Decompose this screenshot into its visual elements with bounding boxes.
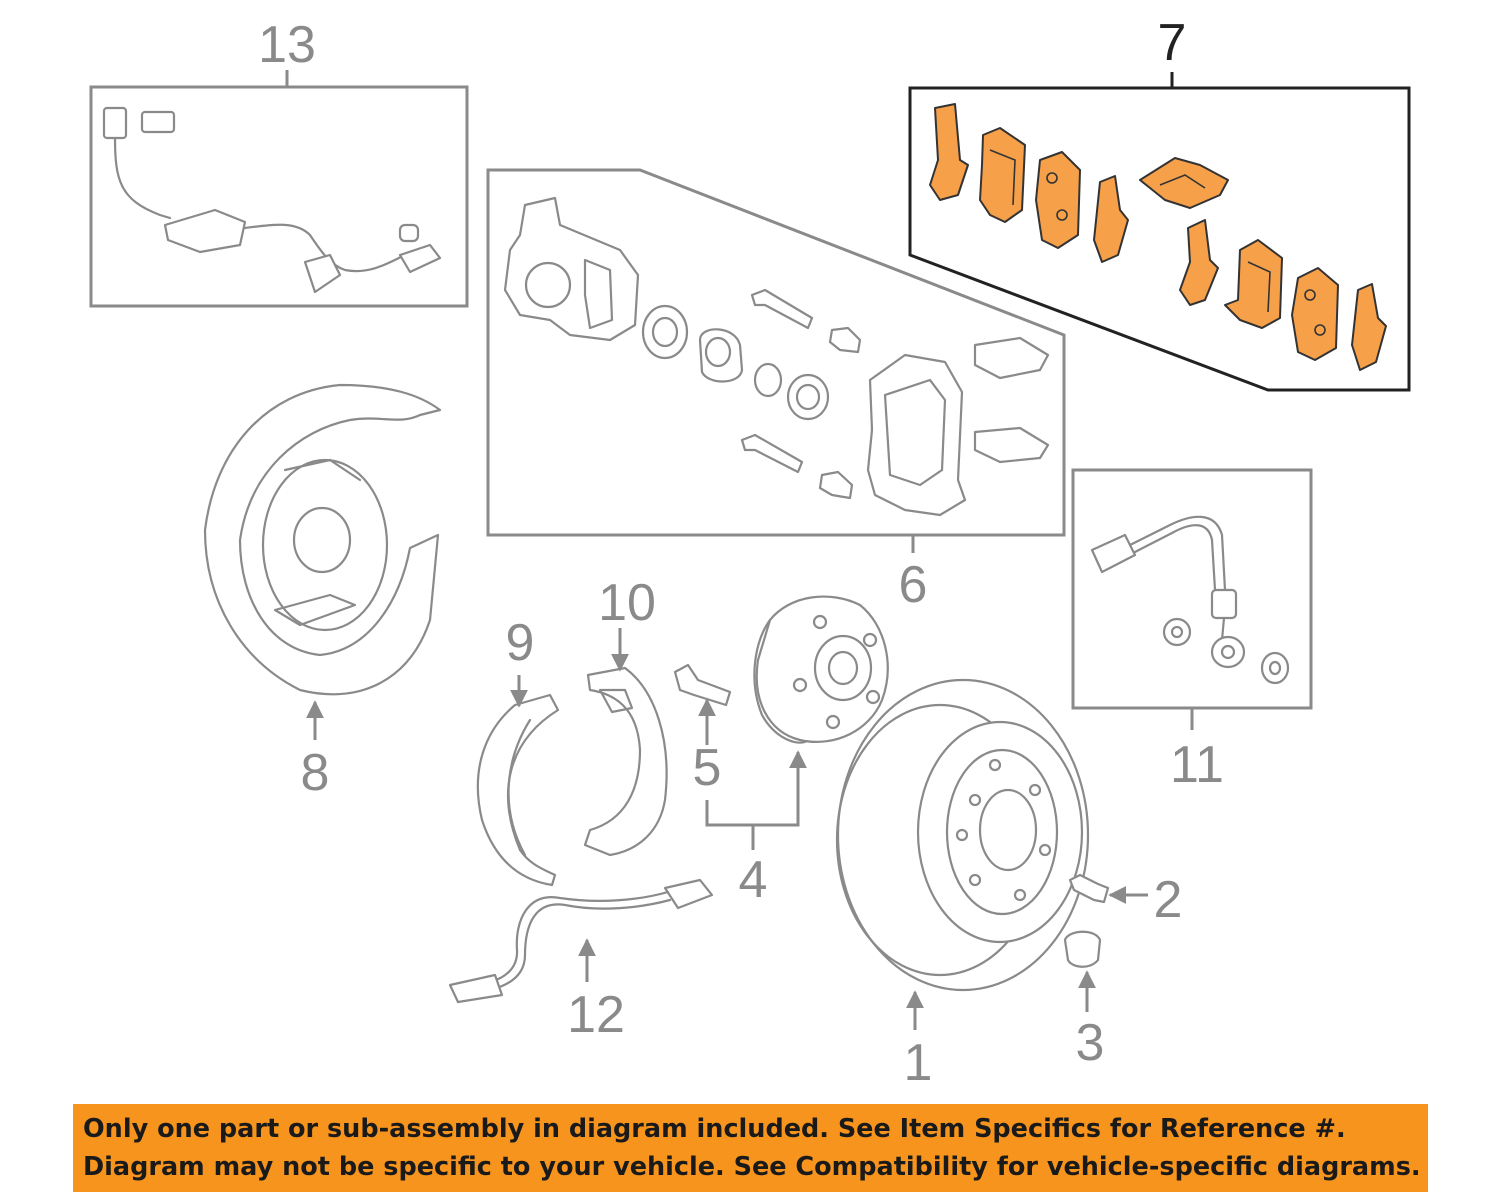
disclaimer-line-1: Only one part or sub-assembly in diagram… bbox=[83, 1114, 1346, 1144]
callout-2: 2 bbox=[1154, 871, 1183, 929]
parking-brake-shoe-10: 10 bbox=[583, 574, 668, 857]
hub-cap: 3 bbox=[1063, 930, 1105, 1072]
hub-bolt: 5 bbox=[673, 663, 732, 797]
rotor-screw: 2 bbox=[1068, 871, 1183, 929]
caliper-assembly-group: 6 bbox=[486, 168, 1066, 614]
abs-sensor-harness bbox=[102, 106, 442, 294]
brake-pad-set-group: 7 bbox=[908, 14, 1411, 392]
brake-hose-group: 11 bbox=[1071, 468, 1313, 794]
wheel-speed-sensor: 12 bbox=[448, 878, 714, 1044]
callout-10: 10 bbox=[598, 574, 656, 632]
callout-4: 4 bbox=[739, 851, 768, 909]
hub-bearing: 4 bbox=[705, 595, 889, 909]
disclaimer-banner: Only one part or sub-assembly in diagram… bbox=[73, 1104, 1428, 1192]
callout-6: 6 bbox=[899, 556, 928, 614]
callout-3: 3 bbox=[1076, 1014, 1105, 1072]
callout-1: 1 bbox=[904, 1034, 933, 1092]
brake-hose bbox=[1090, 515, 1290, 685]
callout-9: 9 bbox=[506, 614, 535, 672]
callout-13: 13 bbox=[258, 16, 316, 74]
abs-sensor-group: 13 bbox=[89, 16, 469, 308]
dust-shield: 8 bbox=[203, 383, 442, 802]
callout-12: 12 bbox=[567, 986, 625, 1044]
caliper-parts bbox=[503, 196, 1050, 517]
callout-5: 5 bbox=[693, 739, 722, 797]
callout-7: 7 bbox=[1158, 14, 1187, 72]
callout-8: 8 bbox=[301, 744, 330, 802]
parking-brake-shoe-9: 9 bbox=[476, 614, 560, 887]
callout-11: 11 bbox=[1170, 736, 1224, 794]
disclaimer-line-2: Diagram may not be specific to your vehi… bbox=[83, 1152, 1421, 1182]
brake-rotor: 1 bbox=[835, 678, 1090, 1092]
brake-pad-kit bbox=[929, 103, 1387, 371]
